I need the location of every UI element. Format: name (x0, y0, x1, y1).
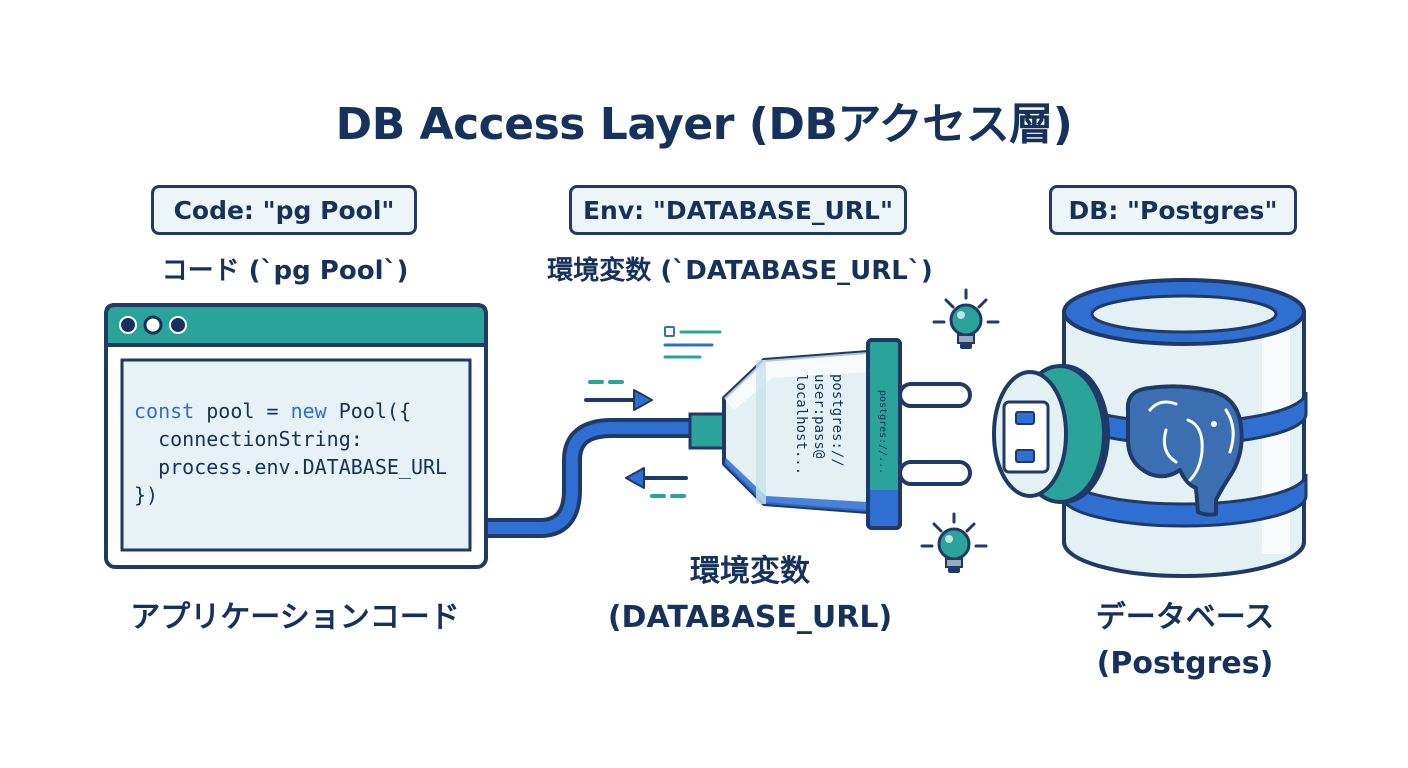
env-caption-line2: (DATABASE_URL) (607, 600, 893, 635)
code-tag: Code: "pg Pool" (151, 185, 417, 235)
page-title: DB Access Layer (DBアクセス層) (335, 99, 1073, 150)
code-line: }) (134, 483, 158, 507)
db-caption-line1: データベース (1095, 600, 1275, 635)
list-icon (663, 326, 722, 359)
window-dots-icon (119, 315, 187, 335)
collar-text: postgres://... (877, 390, 888, 474)
lightbulb-icon (932, 288, 1000, 349)
code-subtitle: コード (`pg Pool`) (161, 256, 409, 286)
database-cylinder (1060, 278, 1308, 578)
db-caption-line2: (Postgres) (1096, 646, 1274, 681)
app-caption: アプリケーションコード (130, 600, 460, 635)
plug-text: localhost... (793, 374, 809, 475)
app-window (104, 303, 488, 569)
env-caption-line1: 環境変数 (690, 554, 810, 589)
plug (688, 338, 972, 530)
env-tag: Env: "DATABASE_URL" (569, 185, 907, 235)
socket (992, 364, 1110, 504)
code-line: const pool = new Pool({ (134, 399, 411, 423)
plug-text: user:pass@ (811, 374, 827, 459)
code-editor (120, 358, 472, 552)
env-subtitle: 環境変数 (`DATABASE_URL`) (547, 256, 933, 286)
code-line: process.env.DATABASE_URL (134, 455, 447, 479)
postgres-elephant-icon (1125, 384, 1244, 517)
db-tag: DB: "Postgres" (1049, 185, 1297, 235)
code-line: connectionString: (134, 427, 363, 451)
arrow-right-icon (584, 380, 653, 411)
arrow-left-icon (625, 467, 688, 498)
lightbulb-icon (920, 512, 988, 573)
cable (480, 422, 706, 534)
plug-text: postgres:// (829, 374, 845, 467)
